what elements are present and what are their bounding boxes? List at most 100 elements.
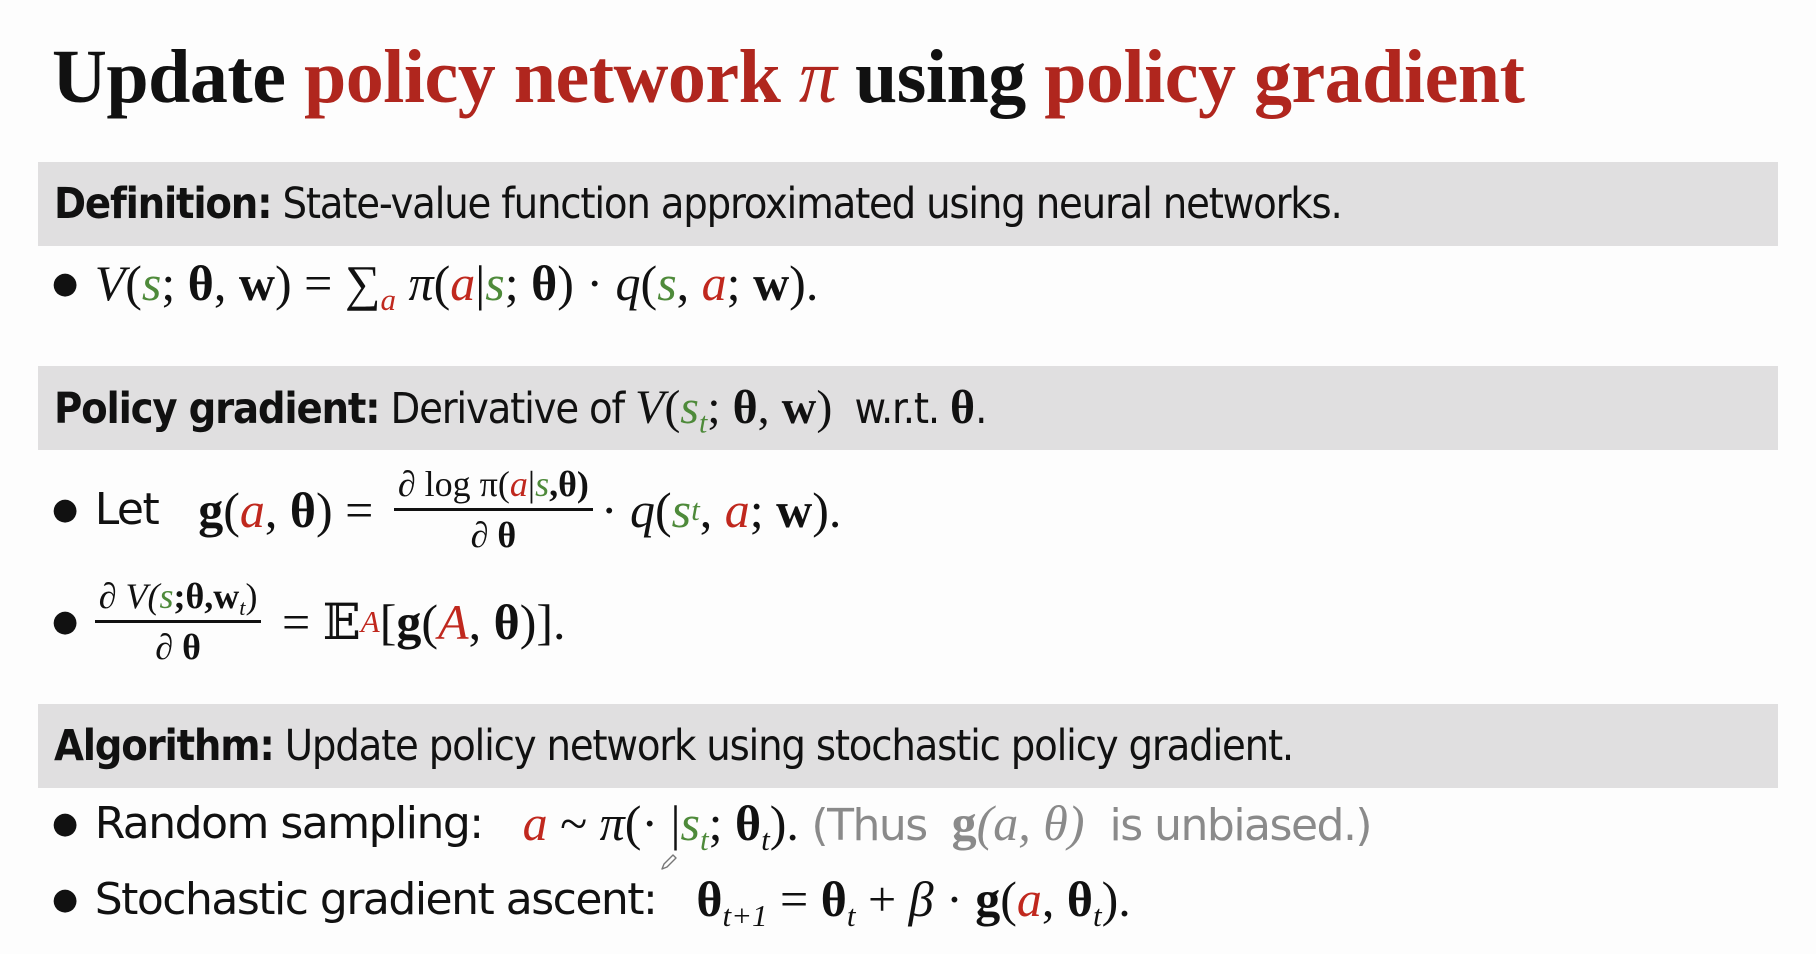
formula-end: ). xyxy=(789,255,819,311)
formula-comma: , xyxy=(213,255,239,311)
formula-theta: θ xyxy=(696,871,723,927)
formula-w: w xyxy=(753,255,790,311)
algorithm-box: Algorithm: Update policy network using s… xyxy=(38,704,1778,788)
definition-label: Definition: xyxy=(54,179,273,229)
formula-comma: , xyxy=(676,255,702,311)
formula-g: g xyxy=(396,593,422,650)
bullet-icon: ● xyxy=(52,604,78,639)
formula-a: a xyxy=(724,481,750,538)
formula-eq: = xyxy=(767,871,821,927)
formula-q: q xyxy=(615,255,641,311)
formula-a: a xyxy=(701,255,727,311)
formula-theta: θ xyxy=(187,255,214,311)
bullet-icon: ● xyxy=(52,805,78,841)
formula-bracket: [ xyxy=(379,593,397,650)
algorithm-text: Update policy network using stochastic p… xyxy=(273,721,1294,771)
unbiased-note: (Thus g(a, θ) is unbiased.) xyxy=(798,794,1372,852)
definition-text: State-value function approximated using … xyxy=(271,179,1342,229)
formula-sep: ; xyxy=(504,255,532,311)
formula-sub-t: t xyxy=(1092,897,1102,933)
formula-g: g xyxy=(198,481,224,538)
formula-comma: , xyxy=(264,481,290,538)
formula-w: w xyxy=(776,481,813,538)
formula-q: q xyxy=(630,481,656,538)
formula-sub-t: t xyxy=(846,897,856,933)
formula-V: V xyxy=(94,255,126,311)
fraction-numerator: ∂ V(s;θ,wt) xyxy=(94,572,262,623)
formula-s: s xyxy=(680,381,699,434)
formula-plus: + xyxy=(855,871,909,927)
formula-sub-t1: t+1 xyxy=(722,897,768,933)
formula-s: s xyxy=(485,255,505,311)
formula-paren: ) xyxy=(274,255,292,311)
formula-paren: ( xyxy=(433,255,451,311)
period: . xyxy=(975,384,987,434)
formula-comma: , xyxy=(468,593,494,650)
formula-sum-sub: a xyxy=(380,281,397,317)
formula-V: V xyxy=(634,381,665,434)
wrt-text: w.r.t. xyxy=(832,384,951,434)
formula-end: ). xyxy=(1101,871,1131,927)
formula-a: a xyxy=(1016,871,1042,927)
let-text: Let xyxy=(94,484,160,535)
formula-theta: θ xyxy=(732,381,758,434)
num-text: ∂ V( xyxy=(98,576,160,616)
formula-pi: π xyxy=(396,255,434,311)
formula-paren: ( xyxy=(640,255,658,311)
formula-bar: | xyxy=(475,255,486,311)
formula-beta: β xyxy=(908,871,934,927)
formula-sub-t: t xyxy=(698,406,708,440)
definition-box: Definition: State-value function approxi… xyxy=(38,162,1778,246)
formula-a: a xyxy=(509,464,528,504)
formula-theta: θ xyxy=(493,593,520,650)
sampling-formula: a ~ π(· |st; θt). xyxy=(523,794,799,855)
title-part-update: Update xyxy=(52,35,304,119)
sampling-line: ● Random sampling: a ~ π(· |st; θt). (Th… xyxy=(52,794,1373,855)
expectation-symbol: 𝔼 xyxy=(322,593,361,650)
formula-s: s xyxy=(657,255,677,311)
formula-w: w xyxy=(238,255,275,311)
formula-paren: ( xyxy=(664,381,681,434)
ascent-formula: θt+1 = θt + β · g(a, θt). xyxy=(696,870,1131,931)
formula-sep: ; xyxy=(161,255,188,311)
slide-title: Update policy network π using policy gra… xyxy=(52,22,1525,132)
formula-s: s xyxy=(671,481,692,538)
formula-paren: ) xyxy=(557,255,574,311)
ascent-line: ● Stochastic gradient ascent: θt+1 = θt … xyxy=(52,870,1131,931)
num-text: ;θ,w xyxy=(173,576,240,616)
formula-dot: · xyxy=(933,871,976,927)
let-line: ● Let g(a, θ) = ∂ log π(a|s,θ) ∂ θ · q(s… xyxy=(52,460,841,559)
formula-w: w xyxy=(781,381,817,434)
policy-gradient-text: Derivative of xyxy=(379,384,635,434)
formula-theta: θ xyxy=(735,795,762,851)
formula-sep: ; xyxy=(749,481,777,538)
formula-sep: ; xyxy=(708,795,736,851)
formula-eq: = xyxy=(291,255,345,311)
formula-tilde: ~ xyxy=(547,795,600,851)
formula-g: g xyxy=(951,795,977,851)
bullet-icon: ● xyxy=(52,492,78,527)
formula-end: )]. xyxy=(519,593,566,650)
formula-bar: | xyxy=(527,464,536,504)
formula-pi: π xyxy=(599,795,625,851)
formula-sum: ∑ xyxy=(344,255,381,311)
formula-theta: θ xyxy=(289,481,317,538)
formula-paren: (· | xyxy=(624,795,681,851)
note-text: (Thus xyxy=(798,800,952,851)
ascent-label: Stochastic gradient ascent: xyxy=(94,873,658,925)
formula-eq: = xyxy=(332,481,386,538)
formula-theta: θ xyxy=(531,255,558,311)
num-text: ∂ log π( xyxy=(397,464,510,504)
formula-paren: ) xyxy=(316,481,333,538)
formula-comma: , xyxy=(1041,871,1067,927)
formula-dot: · xyxy=(573,255,616,311)
formula-a: a xyxy=(239,481,265,538)
formula-paren: ( xyxy=(1000,871,1017,927)
formula-a: a xyxy=(450,255,476,311)
policy-gradient-formula: V(st; θ, w) xyxy=(634,381,832,438)
value-gradient-fraction: ∂ V(s;θ,wt) ∂ θ xyxy=(94,572,262,671)
formula-sep: ; xyxy=(726,255,754,311)
formula-A: A xyxy=(438,593,469,650)
